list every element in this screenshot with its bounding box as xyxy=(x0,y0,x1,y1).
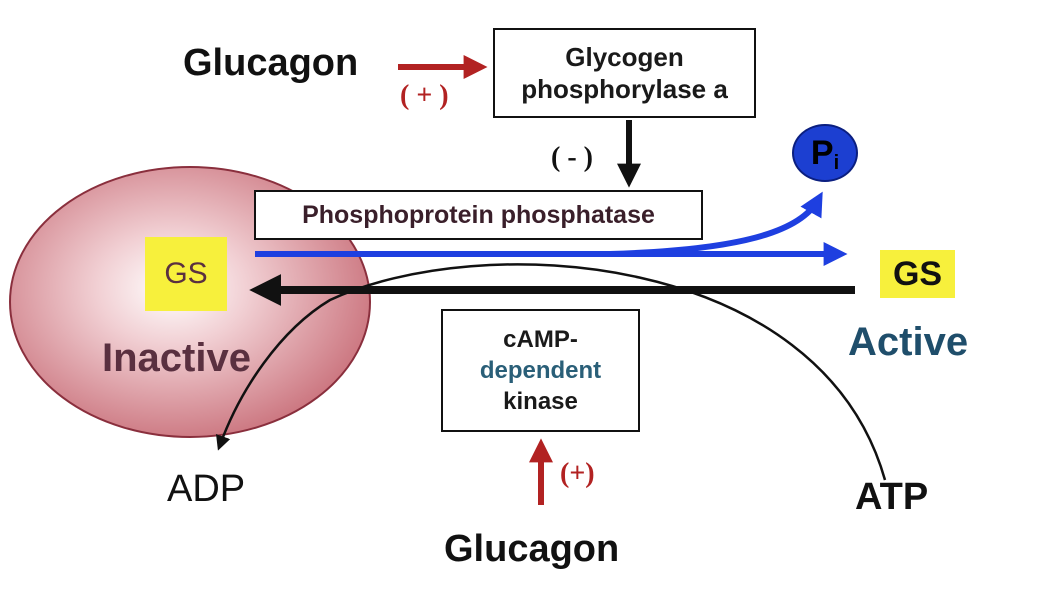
gs-inactive-chip: GS xyxy=(145,237,227,311)
pi-sub: i xyxy=(833,151,840,174)
plus-top-label: ( + ) xyxy=(400,80,449,111)
pi-main: P xyxy=(810,133,834,172)
glycogen-phosphorylase-a-box: Glycogen phosphorylase a xyxy=(493,28,756,118)
inactive-label: Inactive xyxy=(102,336,251,380)
gs-active-chip: GS xyxy=(880,250,955,298)
phosphoprotein-phosphatase-box: Phosphoprotein phosphatase xyxy=(254,190,703,240)
active-label: Active xyxy=(848,320,969,364)
minus-label: ( - ) xyxy=(551,142,593,173)
glycogen-phosphorylase-a-line1: Glycogen xyxy=(565,41,684,72)
plus-bottom-label: (+) xyxy=(560,458,595,489)
atp-label: ATP xyxy=(855,476,929,518)
camp-kinase-line1: cAMP- xyxy=(503,325,578,353)
gs-inactive-label: GS xyxy=(164,257,208,290)
atp-adp-arc xyxy=(216,263,887,481)
glycogen-phosphorylase-a-line2: phosphorylase a xyxy=(521,74,728,104)
gs-active-label: GS xyxy=(892,254,943,293)
camp-kinase-line3: kinase xyxy=(503,388,578,416)
glucagon-bottom-label: Glucagon xyxy=(444,528,620,570)
camp-kinase-line2: dependent xyxy=(479,356,602,384)
pi-release-arrow xyxy=(609,191,823,257)
glucagon-top-label: Glucagon xyxy=(183,42,359,84)
camp-dependent-kinase-box: cAMP- dependent kinase xyxy=(441,309,640,432)
adp-label: ADP xyxy=(167,468,246,510)
phosphoprotein-phosphatase-label: Phosphoprotein phosphatase xyxy=(302,200,655,229)
